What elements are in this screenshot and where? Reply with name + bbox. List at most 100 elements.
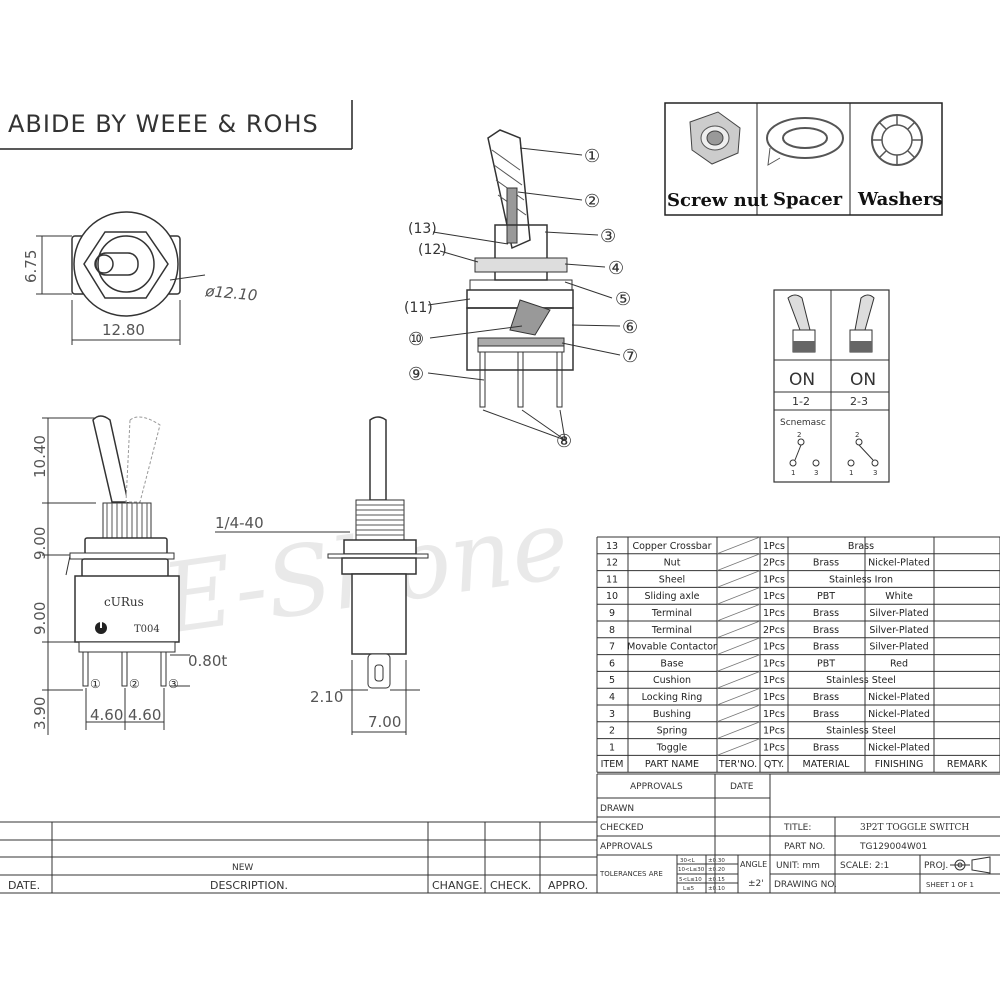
dim-pin-thickness: 0.80t bbox=[188, 652, 227, 670]
bom-header-qty: QTY. bbox=[764, 759, 784, 770]
tb-approvals: APPROVALS bbox=[630, 782, 683, 792]
tb-scale: SCALE: 2:1 bbox=[840, 861, 889, 871]
tb-date: DATE bbox=[730, 782, 754, 792]
cert-mark: cURus bbox=[104, 595, 144, 609]
tb-tol-val-1: ±0.20 bbox=[708, 867, 725, 873]
bom-qty: 2Pcs bbox=[763, 625, 785, 636]
bom-qty: 1Pcs bbox=[763, 726, 785, 737]
position-left-terminals: 1-2 bbox=[792, 395, 810, 408]
tb-tol-range-3: L≤5 bbox=[683, 886, 695, 892]
position-left-state: ON bbox=[789, 370, 815, 390]
bom-header-item: ITEM bbox=[601, 759, 624, 770]
tb-tol-range-1: 10<L≤30 bbox=[678, 867, 705, 873]
bom-material: Brass bbox=[813, 709, 839, 720]
schematic-left-common: 2 bbox=[797, 431, 801, 439]
bom-header-finishing: FINISHING bbox=[875, 759, 924, 770]
callout-10: ⑩ bbox=[408, 329, 424, 350]
rev-date: DATE. bbox=[8, 879, 40, 892]
bom-part-name: Nut bbox=[664, 558, 681, 569]
bom-item-number: 7 bbox=[609, 642, 615, 653]
bom-material: Stainless Steel bbox=[826, 726, 896, 737]
bom-qty: 1Pcs bbox=[763, 541, 785, 552]
bom-part-name: Movable Contactor bbox=[627, 642, 717, 653]
side-view: 1/4-40 2.10 7.00 bbox=[215, 416, 429, 735]
schematic-right-t1: 1 bbox=[849, 469, 853, 477]
callout-11: (11) bbox=[404, 300, 433, 316]
bom-part-name: Toggle bbox=[656, 742, 688, 753]
rev-appro: APPRO. bbox=[548, 879, 588, 892]
bom-finishing: White bbox=[885, 591, 913, 602]
tb-angle: ANGLE bbox=[740, 860, 767, 869]
schematic-left-t3: 3 bbox=[814, 469, 818, 477]
bom-part-name: Cushion bbox=[653, 675, 691, 686]
bom-qty: 1Pcs bbox=[763, 675, 785, 686]
dim-lever-height: 10.40 bbox=[31, 435, 49, 478]
projection-symbol-icon bbox=[950, 856, 991, 874]
bom-item-number: 8 bbox=[609, 625, 615, 636]
bom-qty: 1Pcs bbox=[763, 574, 785, 585]
bom-finishing: Silver-Plated bbox=[869, 642, 928, 653]
tb-part-label: PART NO. bbox=[784, 842, 825, 852]
schematic-right-t3: 3 bbox=[873, 469, 877, 477]
position-right-terminals: 2-3 bbox=[850, 395, 868, 408]
bom-finishing: Nickel-Plated bbox=[868, 709, 930, 720]
weee-notice: ABIDE BY WEEE & ROHS bbox=[0, 100, 353, 150]
dim-thread: 1/4-40 bbox=[215, 514, 264, 532]
tb-proj: PROJ. bbox=[924, 861, 948, 871]
spacer-ring-icon bbox=[766, 117, 844, 166]
tb-unit: UNIT: mm bbox=[776, 861, 820, 871]
tb-angle-tol: ±2' bbox=[748, 879, 764, 889]
bom-material: Stainless Iron bbox=[829, 574, 893, 585]
tb-title-value: 3P2T TOGGLE SWITCH bbox=[860, 823, 969, 833]
dim-bushing-height: 9.00 bbox=[31, 527, 49, 560]
bom-item-number: 13 bbox=[606, 541, 618, 552]
bom-material: Brass bbox=[813, 558, 839, 569]
callout-7: ⑦ bbox=[622, 346, 638, 367]
dim-pitch-right: 4.60 bbox=[128, 706, 161, 724]
bom-material: Stainless Steel bbox=[826, 675, 896, 686]
hex-nut-icon bbox=[689, 111, 741, 165]
accessory-label-washers: Washers bbox=[857, 189, 943, 210]
schematic-left bbox=[789, 438, 820, 467]
tb-checked: CHECKED bbox=[600, 823, 644, 833]
bom-finishing: Red bbox=[890, 658, 908, 669]
lock-washer-icon bbox=[871, 114, 923, 166]
model-mark: T004 bbox=[134, 624, 160, 635]
schematic-label: Scnemasc bbox=[780, 418, 826, 428]
bom-part-name: Base bbox=[660, 658, 683, 669]
tb-drawn: DRAWN bbox=[600, 804, 634, 814]
toggle-right-icon bbox=[849, 294, 875, 353]
tb-tol-val-0: ±0.30 bbox=[708, 858, 725, 864]
pin-label-3: ③ bbox=[168, 677, 179, 691]
bom-item-number: 4 bbox=[609, 692, 615, 703]
callout-4: ④ bbox=[608, 258, 624, 279]
dim-top-height: 6.75 bbox=[22, 250, 40, 283]
bom-finishing: Silver-Plated bbox=[869, 625, 928, 636]
bom-part-name: Sliding axle bbox=[645, 591, 700, 602]
callout-1: ① bbox=[584, 146, 600, 167]
bom-part-name: Terminal bbox=[651, 608, 692, 619]
tb-tol-val-2: ±0.15 bbox=[708, 877, 725, 883]
pin-label-1: ① bbox=[90, 677, 101, 691]
bom-part-name: Spring bbox=[657, 726, 688, 737]
bom-qty: 1Pcs bbox=[763, 591, 785, 602]
dim-pin-height: 3.90 bbox=[31, 697, 49, 730]
bom-part-name: Copper Crossbar bbox=[632, 541, 711, 552]
top-view: 6.75 12.80 ø12.10 bbox=[22, 211, 258, 345]
bom-part-name: Locking Ring bbox=[642, 692, 703, 703]
callout-3: ③ bbox=[600, 226, 616, 247]
dim-body-width: 7.00 bbox=[368, 713, 401, 731]
callout-2: ② bbox=[584, 191, 600, 212]
tb-tolerances: TOLERANCES ARE bbox=[599, 870, 663, 878]
bom-qty: 1Pcs bbox=[763, 608, 785, 619]
bom-part-name: Sheel bbox=[659, 574, 685, 585]
bom-item-number: 10 bbox=[606, 591, 618, 602]
tb-sheet: SHEET 1 OF 1 bbox=[926, 881, 974, 889]
schematic-right bbox=[847, 438, 879, 467]
accessories-table: Screw nut Spacer Washers bbox=[664, 102, 943, 216]
dim-top-width: 12.80 bbox=[102, 321, 145, 339]
callout-5: ⑤ bbox=[615, 289, 631, 310]
bom-item-number: 9 bbox=[609, 608, 615, 619]
rev-change: CHANGE. bbox=[432, 879, 483, 892]
